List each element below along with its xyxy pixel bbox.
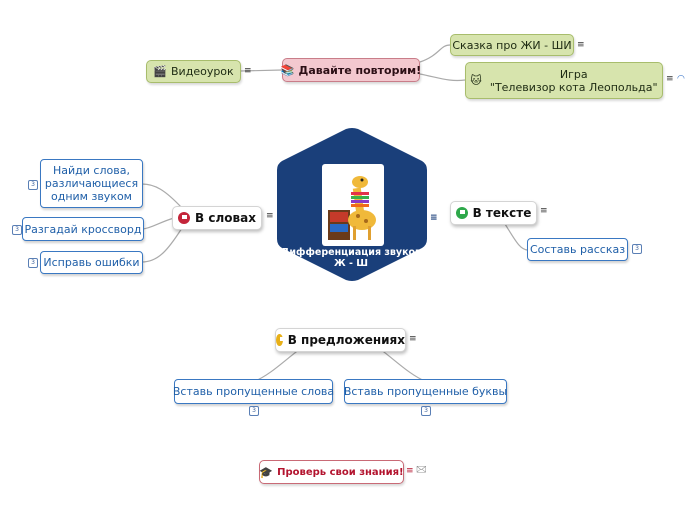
repeat-label: Давайте повторим!	[298, 63, 422, 77]
link-repeat-tale	[419, 44, 451, 63]
clapper-icon: 🎬	[153, 65, 168, 78]
insert-letters-node[interactable]: Вставь пропущенные буквы	[344, 379, 507, 404]
find-words-node[interactable]: Найди слова, различающиеся одним звуком	[40, 159, 143, 208]
game-node[interactable]: 🐱 Игра "Телевизор кота Леопольда"	[465, 62, 663, 99]
game-label-line2: "Телевизор кота Леопольда"	[489, 80, 658, 94]
game-link-icon[interactable]: ◠	[677, 74, 685, 84]
link-words-find	[141, 183, 183, 209]
fix-errors-node[interactable]: Исправь ошибки	[40, 251, 143, 274]
compose-node[interactable]: Составь рассказ	[527, 238, 628, 261]
insert-words-node[interactable]: Вставь пропущенные слова	[172, 379, 335, 404]
link-sent-words	[254, 348, 301, 382]
link-text-compose	[504, 223, 529, 251]
center-note-icon[interactable]: ≡	[430, 213, 438, 223]
giraffe-picture	[322, 164, 384, 246]
yellow-flag-icon	[276, 334, 285, 346]
find-badge[interactable]: 3	[28, 180, 38, 190]
quiz-node[interactable]: 🎓 Проверь свои знания!	[259, 460, 404, 484]
crossword-badge[interactable]: 3	[12, 225, 22, 235]
words-node[interactable]: В словах	[172, 206, 262, 230]
link-sent-letters	[379, 348, 426, 382]
find-line1: Найди слова,	[53, 164, 130, 177]
link-repeat-game	[419, 73, 466, 82]
compose-badge[interactable]: 3	[632, 244, 642, 254]
game-note-icon[interactable]: ≡	[666, 74, 674, 84]
link-words-fix	[141, 227, 183, 263]
cat-icon: 🐱	[470, 74, 482, 87]
text-node[interactable]: В тексте	[450, 201, 537, 225]
crossword-label: Разгадай кроссворд	[24, 222, 142, 236]
text-label: В тексте	[472, 205, 532, 220]
tale-node[interactable]: Сказка про ЖИ - ШИ	[450, 34, 574, 56]
tale-label: Сказка про ЖИ - ШИ	[452, 38, 572, 52]
words-label: В словах	[195, 210, 256, 225]
repeat-node[interactable]: 📚 Давайте повторим!	[280, 58, 422, 82]
center-title-line2: Ж - Ш	[334, 258, 368, 269]
sentences-node[interactable]: В предложениях	[275, 328, 406, 352]
green-flag-icon	[455, 207, 468, 219]
graduation-cap-icon: 🎓	[259, 465, 274, 479]
link-words-crossword	[142, 217, 175, 230]
red-flag-icon	[178, 212, 191, 224]
books-icon: 📚	[280, 63, 295, 77]
insert-letters-badge[interactable]: 3	[421, 406, 431, 416]
quiz-label: Проверь свои знания!	[277, 466, 404, 478]
center-title: Дифференциация звуков Ж - Ш	[276, 247, 426, 269]
fix-badge[interactable]: 3	[28, 258, 38, 268]
link-repeat-video	[239, 69, 283, 72]
giraffe-icon	[328, 176, 376, 240]
crossword-node[interactable]: Разгадай кроссворд	[22, 217, 144, 241]
compose-label: Составь рассказ	[529, 243, 626, 256]
quiz-attachment-icon[interactable]: 🖂	[416, 465, 427, 475]
words-note-icon[interactable]: ≡	[266, 211, 274, 221]
find-line2: различающиеся	[44, 177, 139, 190]
text-note-icon[interactable]: ≡	[540, 206, 548, 216]
game-label-line1: Игра	[559, 67, 588, 81]
sentences-label: В предложениях	[287, 332, 405, 347]
sentences-note-icon[interactable]: ≡	[409, 334, 417, 344]
insert-words-label: Вставь пропущенные слова	[172, 385, 335, 398]
quiz-note-icon[interactable]: ≡	[406, 466, 414, 476]
tale-note-icon[interactable]: ≡	[577, 40, 585, 50]
video-note-icon[interactable]: ≡	[244, 66, 252, 76]
center-title-line1: Дифференциация звуков	[280, 247, 422, 258]
video-node[interactable]: 🎬 Видеоурок	[146, 60, 241, 83]
fix-label: Исправь ошибки	[43, 256, 140, 269]
find-line3: одним звуком	[51, 190, 132, 203]
video-label: Видеоурок	[171, 65, 234, 78]
insert-words-badge[interactable]: 3	[249, 406, 259, 416]
insert-letters-label: Вставь пропущенные буквы	[343, 385, 508, 398]
